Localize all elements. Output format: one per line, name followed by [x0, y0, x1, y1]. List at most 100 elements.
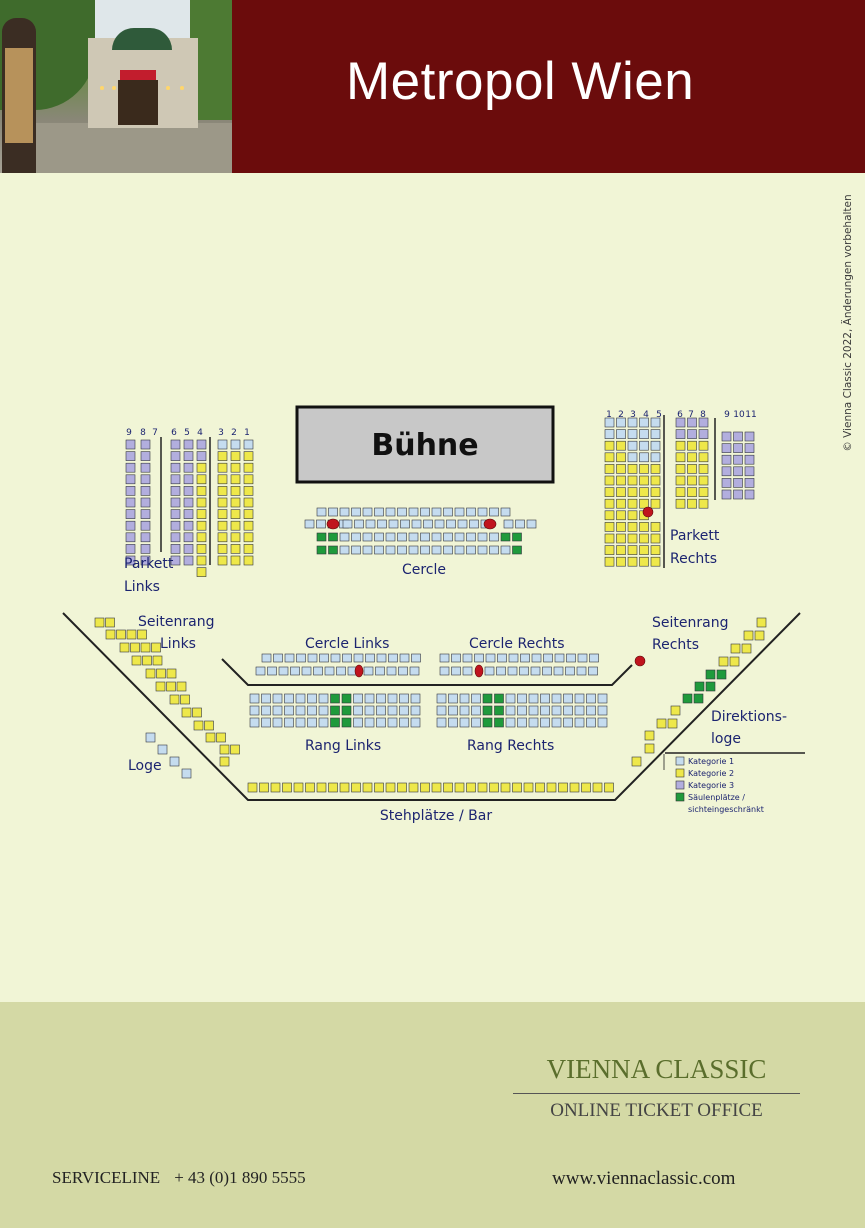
seat-451	[307, 717, 317, 728]
parkett-links-col-4: 4	[197, 428, 203, 438]
parkett-links-col-8: 8	[140, 428, 146, 438]
seat-402	[448, 693, 458, 704]
seat-271	[477, 545, 488, 555]
seat-116	[616, 556, 626, 567]
seat-440	[540, 705, 550, 716]
seat-327	[631, 756, 642, 767]
seat-375	[484, 666, 495, 676]
label-seitenrang-links-1: Seitenrang	[138, 614, 214, 630]
seat-362	[497, 653, 507, 663]
seat-457	[376, 717, 386, 728]
seat-368	[566, 653, 576, 663]
seat-347	[313, 666, 323, 676]
seat-85	[243, 544, 254, 554]
seat-169	[687, 475, 697, 486]
seat-322	[670, 705, 681, 716]
seat-412	[563, 693, 573, 704]
seat-230	[434, 519, 445, 529]
seat-201	[328, 507, 338, 517]
label-loge: Loge	[128, 758, 162, 774]
seat-189	[733, 466, 743, 477]
seat-57	[230, 439, 241, 450]
seat-482	[316, 782, 327, 793]
seat-153	[650, 545, 661, 555]
outline-layer	[62, 415, 805, 801]
seat-424	[341, 705, 352, 716]
seat-141	[639, 545, 649, 555]
seat-108	[616, 464, 626, 474]
seat-396	[364, 693, 375, 704]
seat-107	[616, 452, 626, 463]
seat-188	[733, 454, 743, 465]
seat-472	[563, 717, 573, 728]
legend-swatch-1	[675, 768, 685, 778]
seat-269	[454, 545, 465, 555]
legend-label-3: Säulenplätze /	[688, 793, 745, 802]
seat-10	[125, 555, 136, 566]
seat-38	[183, 497, 194, 508]
seat-372	[451, 666, 461, 676]
seat-78	[230, 520, 241, 531]
seat-256	[512, 532, 522, 542]
seat-468	[517, 717, 527, 728]
seat-358	[451, 653, 461, 663]
seat-63	[230, 462, 241, 473]
seat-338	[376, 653, 387, 663]
seat-419	[284, 705, 294, 716]
seat-3	[125, 474, 136, 485]
seat-393	[330, 693, 340, 704]
seat-382	[565, 666, 575, 676]
seat-60	[230, 451, 241, 461]
seat-32	[170, 555, 181, 566]
seat-490	[408, 782, 419, 793]
seat-407	[505, 693, 516, 704]
seat-270	[466, 545, 476, 555]
seat-411	[551, 693, 562, 704]
seat-139	[639, 522, 649, 532]
seat-491	[420, 782, 430, 793]
seat-398	[387, 693, 398, 704]
seat-353	[375, 666, 385, 676]
seat-131	[639, 429, 649, 439]
seat-439	[528, 705, 539, 716]
seat-21	[140, 555, 151, 566]
seat-303	[230, 744, 240, 755]
seat-250	[443, 532, 453, 542]
seat-280	[137, 629, 147, 640]
seat-276	[105, 617, 115, 628]
parkett-rechts-col-5: 5	[656, 410, 662, 420]
website-link[interactable]: www.viennaclassic.com	[552, 1168, 736, 1189]
seat-227	[400, 519, 410, 529]
seat-47	[196, 474, 207, 485]
seat-357	[439, 653, 450, 663]
seat-260	[351, 545, 361, 555]
seat-241	[339, 532, 350, 542]
parkett-links-col-3: 3	[218, 428, 224, 438]
seat-312	[730, 643, 741, 654]
seat-194	[744, 454, 755, 465]
seat-259	[339, 545, 350, 555]
seat-300	[205, 732, 216, 743]
seat-246	[397, 532, 407, 542]
seat-479	[282, 782, 292, 793]
seat-118	[627, 429, 638, 439]
seat-279	[126, 629, 137, 640]
legend-label-1: Kategorie 2	[688, 769, 734, 778]
seat-359	[462, 653, 473, 663]
label-cercle-rechts: Cercle Rechts	[469, 636, 565, 652]
seat-399	[399, 693, 409, 704]
seat-34	[183, 451, 194, 461]
seat-126	[627, 522, 638, 532]
seat-178	[698, 487, 709, 497]
seat-340	[399, 653, 410, 663]
outline-509	[221, 658, 633, 686]
serviceline-label: SERVICELINE	[52, 1168, 161, 1187]
seat-301	[216, 732, 226, 743]
seat-2	[125, 462, 136, 473]
serviceline-number[interactable]: + 43 (0)1 890 5555	[174, 1168, 306, 1187]
seat-471	[551, 717, 562, 728]
seat-59	[217, 451, 228, 461]
seat-409	[528, 693, 539, 704]
seat-445	[597, 705, 608, 716]
legend-swatch-2	[675, 780, 685, 790]
